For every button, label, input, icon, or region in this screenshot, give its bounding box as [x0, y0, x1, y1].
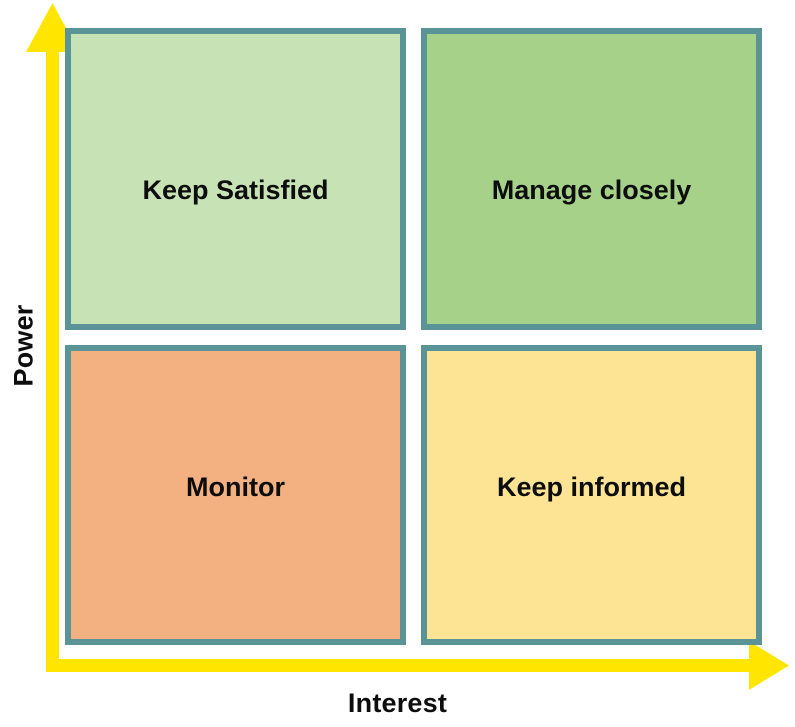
quadrant-manage-closely[interactable]: Manage closely [421, 28, 762, 330]
x-axis-arrow [46, 641, 789, 690]
x-axis-label: Interest [347, 688, 448, 718]
quadrant-keep-satisfied[interactable]: Keep Satisfied [65, 28, 406, 330]
quadrant-keep-informed[interactable]: Keep informed [421, 345, 762, 645]
quadrant-label-manage-closely: Manage closely [491, 174, 692, 205]
y-axis-label: Power [8, 304, 39, 387]
quadrant-label-keep-satisfied: Keep Satisfied [142, 174, 329, 205]
quadrant-label-keep-informed: Keep informed [496, 471, 687, 502]
quadrant-label-monitor: Monitor [186, 471, 285, 502]
quadrant-monitor[interactable]: Monitor [65, 345, 406, 645]
quadrant-grid: Keep Satisfied Manage closely Monitor Ke… [65, 28, 762, 645]
